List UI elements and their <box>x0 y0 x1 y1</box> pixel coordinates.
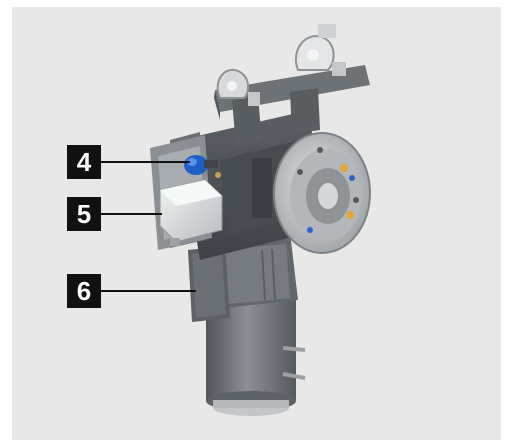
mounting-clamp-left <box>216 69 260 106</box>
callout-6: 6 <box>67 274 101 308</box>
terminal-box <box>188 246 230 322</box>
callout-4: 4 <box>67 145 101 179</box>
callout-5: 5 <box>67 197 101 231</box>
front-disc <box>273 132 371 254</box>
mounting-clamp-right <box>294 24 346 76</box>
gearbox-housing <box>159 179 223 246</box>
blue-sensor <box>184 155 221 178</box>
